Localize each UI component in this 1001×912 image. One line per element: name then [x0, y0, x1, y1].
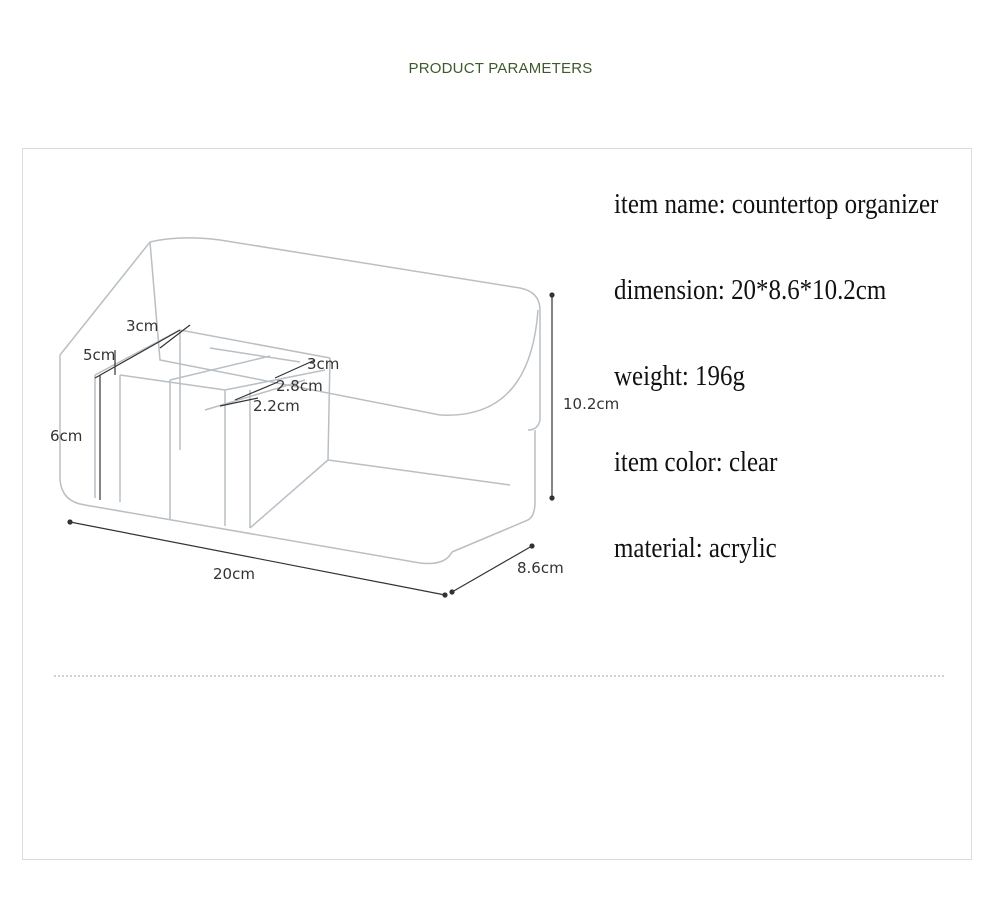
- compartment-mid-line: [234, 381, 279, 401]
- right-bottom-edge: [451, 430, 536, 553]
- spec-weight: weight: 196g: [614, 360, 745, 392]
- spec-item-name: item name: countertop organizer: [614, 188, 939, 220]
- width-line-end: [67, 519, 73, 525]
- height-label: 10.2cm: [563, 395, 619, 413]
- curved-front-edge: [439, 309, 539, 416]
- organizer-outline: [59, 237, 541, 565]
- width-line-end: [442, 592, 448, 598]
- depth-line-end: [529, 543, 535, 549]
- compartment-top-label: 3cm: [126, 317, 158, 335]
- tray-back: [327, 459, 511, 486]
- compartment-top-line: [94, 329, 181, 379]
- spec-material: material: acrylic: [614, 532, 777, 564]
- compartment-height-label: 6cm: [50, 427, 82, 445]
- compartment-small-line: [219, 397, 259, 407]
- compartment-top: [119, 369, 326, 391]
- depth-line-end: [449, 589, 455, 595]
- height-line-end: [549, 495, 555, 501]
- depth-line: [451, 545, 533, 593]
- page-heading: PRODUCT PARAMETERS: [408, 60, 593, 77]
- compartment-divider: [209, 347, 301, 363]
- spec-dimension: dimension: 20*8.6*10.2cm: [614, 274, 887, 306]
- compartment-small-label: 2.2cm: [253, 397, 300, 415]
- width-line: [69, 521, 446, 596]
- back-panel-edge: [59, 237, 541, 431]
- compartment-divider: [204, 379, 306, 411]
- dotted-divider: [54, 675, 944, 677]
- compartment-mid-label: 2.8cm: [276, 377, 323, 395]
- dimension-lines: [67, 292, 555, 598]
- compartment-side-label: 3cm: [307, 355, 339, 373]
- parameters-panel: [22, 148, 972, 860]
- compartment-top: [94, 329, 331, 376]
- organizer-diagram: 20cm 8.6cm 10.2cm 6cm 5cm 3cm 3cm 2.8cm …: [50, 237, 619, 598]
- compartment-divider: [169, 355, 271, 381]
- front-bottom-edge: [59, 355, 453, 565]
- compartment-top-tick: [159, 324, 191, 349]
- compartment-side-line: [274, 359, 316, 379]
- spec-list: item name: countertop organizer dimensio…: [614, 182, 994, 612]
- compartment-depth-label: 5cm: [83, 346, 115, 364]
- width-label: 20cm: [213, 565, 255, 583]
- depth-label: 8.6cm: [517, 559, 564, 577]
- lid-crease: [149, 241, 441, 416]
- height-line-end: [549, 292, 555, 298]
- spec-color: item color: clear: [614, 446, 778, 478]
